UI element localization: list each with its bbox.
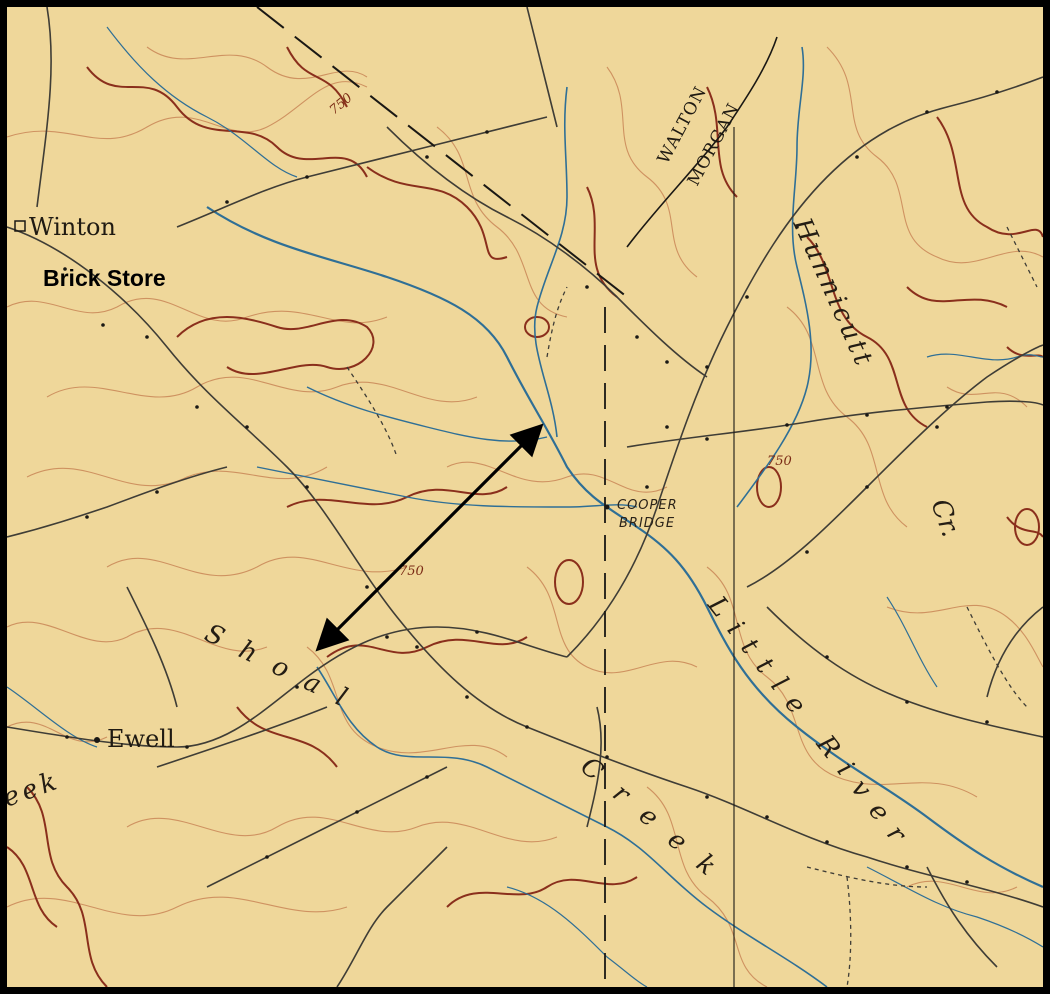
place-marker-ewell [94,737,100,743]
streams [7,26,1043,987]
place-marker-winton [14,220,26,232]
contour-lines [7,46,1043,987]
contour-rings [524,316,1040,605]
boundary-lines [256,7,778,987]
building-dots [63,90,999,884]
bridge-label-line1: COOPER [617,498,678,513]
bridge-marker [604,504,610,510]
contour-label: 750 [767,454,792,469]
trails [346,226,1038,987]
double-arrow [315,423,544,652]
place-label-winton: Winton [29,213,116,241]
bridge-label-line2: BRIDGE [619,516,675,531]
annotation-brick-store: Brick Store [43,265,166,291]
place-label-ewell: Ewell [107,725,175,753]
topographic-map[interactable]: WALTON MORGAN 750 750 750 Winton Ewell C… [7,7,1043,987]
